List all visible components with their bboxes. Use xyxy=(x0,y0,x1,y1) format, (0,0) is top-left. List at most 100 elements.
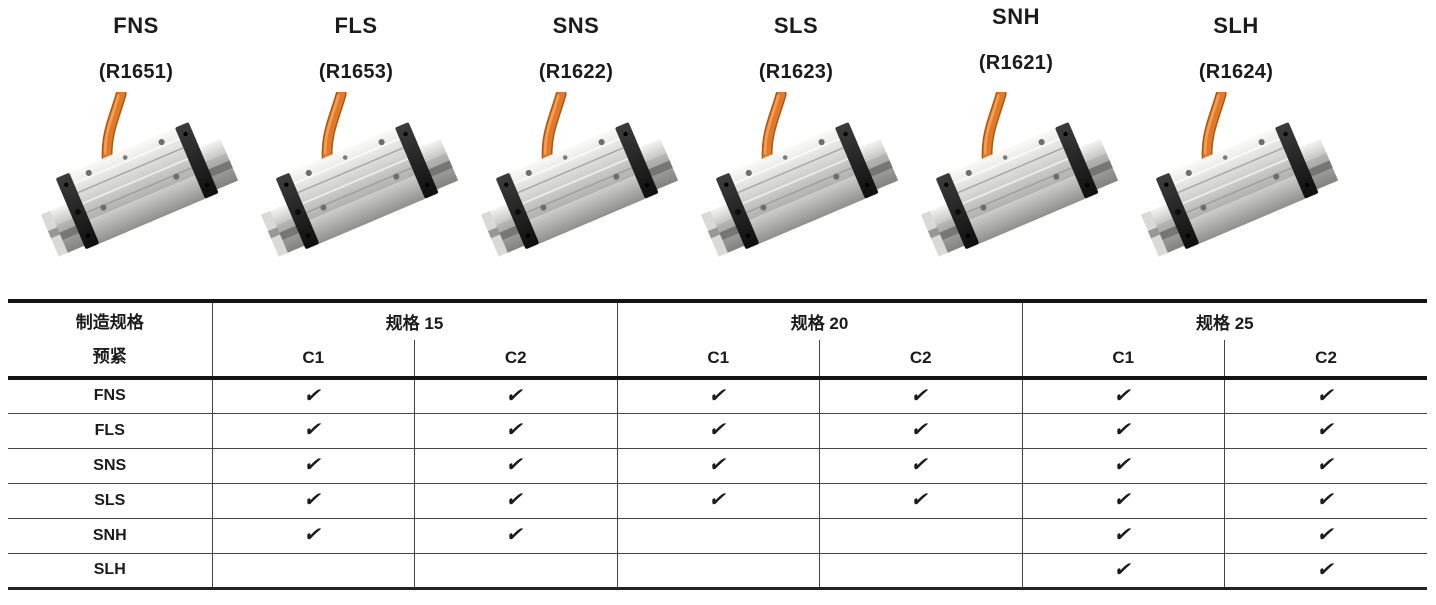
check-icon: ✔ xyxy=(1112,489,1135,511)
check-icon: ✔ xyxy=(302,419,325,441)
row-label: SNH xyxy=(92,526,127,544)
manufacture-spec-label: 制造规格 xyxy=(75,313,144,332)
product-name: SLS xyxy=(773,13,819,38)
table-row-snh: SNH ✔ ✔ ✔ ✔ xyxy=(8,518,1428,553)
product-card-snh: SNH (R1621) xyxy=(906,4,1126,282)
check-cell xyxy=(819,518,1023,553)
check-cell: ✔ xyxy=(819,448,1023,483)
check-icon: ✔ xyxy=(302,384,325,407)
check-cell: ✔ xyxy=(616,378,820,413)
size-25-header: 规格 25 xyxy=(1021,301,1428,341)
product-name: SNS xyxy=(552,13,600,38)
check-icon: ✔ xyxy=(707,419,730,441)
check-icon: ✔ xyxy=(1314,489,1338,511)
check-cell: ✔ xyxy=(414,518,618,553)
check-cell: ✔ xyxy=(414,378,618,413)
product-name: FNS xyxy=(113,13,159,38)
col-header-size20-c2: C2 xyxy=(819,340,1023,378)
check-cell: ✔ xyxy=(616,483,820,518)
check-cell: ✔ xyxy=(819,378,1023,413)
product-code: (R1624) xyxy=(1198,61,1274,83)
check-cell: ✔ xyxy=(1021,378,1225,413)
check-cell: ✔ xyxy=(616,413,820,448)
product-code: (R1651) xyxy=(98,61,174,83)
check-cell: ✔ xyxy=(1021,413,1225,448)
product-name: SNH xyxy=(992,4,1040,29)
check-cell: ✔ xyxy=(1021,448,1225,483)
check-cell: ✔ xyxy=(819,413,1023,448)
check-cell: ✔ xyxy=(211,413,415,448)
check-icon: ✔ xyxy=(504,524,527,546)
check-cell: ✔ xyxy=(1224,483,1428,518)
product-card-sns: SNS (R1622) xyxy=(466,4,686,282)
check-icon: ✔ xyxy=(1314,558,1338,581)
product-code: (R1622) xyxy=(538,61,614,83)
check-icon: ✔ xyxy=(302,454,325,476)
linear-guide-carriage-image xyxy=(686,92,906,282)
check-icon: ✔ xyxy=(504,384,527,407)
col-header-size25-c1: C1 xyxy=(1021,340,1225,378)
product-name: FLS xyxy=(334,13,378,38)
check-icon: ✔ xyxy=(1314,419,1338,441)
check-icon: ✔ xyxy=(707,384,730,407)
check-icon: ✔ xyxy=(504,454,527,476)
check-icon: ✔ xyxy=(1314,384,1338,407)
spec-preload-header-cell: 制造规格 预紧 xyxy=(8,301,212,378)
linear-guide-carriage-image xyxy=(246,92,466,282)
check-cell: ✔ xyxy=(414,413,618,448)
check-cell: ✔ xyxy=(1224,448,1428,483)
check-cell: ✔ xyxy=(616,448,820,483)
row-label: SLH xyxy=(93,561,126,578)
check-cell: ✔ xyxy=(819,483,1023,518)
product-code: (R1621) xyxy=(978,52,1054,74)
check-icon: ✔ xyxy=(1112,524,1135,546)
check-icon: ✔ xyxy=(504,489,527,511)
product-card-sls: SLS (R1623) xyxy=(686,4,906,282)
check-cell: ✔ xyxy=(211,378,415,413)
product-name: SLH xyxy=(1213,13,1259,38)
product-card-slh: SLH (R1624) xyxy=(1126,4,1346,282)
product-card-fns: FNS (R1651) xyxy=(26,4,246,282)
table-row-fls: FLS ✔ ✔ ✔ ✔ ✔ ✔ xyxy=(8,413,1428,448)
availability-table-wrap: 制造规格 预紧 规格 15 规格 20 规格 25 C1 C2 C1 C2 C1… xyxy=(8,299,1428,590)
check-cell xyxy=(819,553,1023,588)
check-cell xyxy=(616,518,820,553)
linear-guide-carriage-image xyxy=(1126,92,1346,282)
col-header-size20-c1: C1 xyxy=(616,340,820,378)
check-icon: ✔ xyxy=(1112,419,1135,441)
check-icon: ✔ xyxy=(302,489,325,511)
check-icon: ✔ xyxy=(909,489,932,511)
check-cell: ✔ xyxy=(211,483,415,518)
check-cell: ✔ xyxy=(1224,413,1428,448)
check-cell: ✔ xyxy=(1224,553,1428,588)
check-icon: ✔ xyxy=(1314,524,1338,546)
check-cell: ✔ xyxy=(414,448,618,483)
check-icon: ✔ xyxy=(707,489,730,511)
size-20-header: 规格 20 xyxy=(616,301,1023,341)
check-cell: ✔ xyxy=(211,518,415,553)
check-cell: ✔ xyxy=(1224,378,1428,413)
check-cell xyxy=(414,553,618,588)
check-cell xyxy=(616,553,820,588)
check-cell: ✔ xyxy=(1021,483,1225,518)
check-icon: ✔ xyxy=(909,454,932,476)
linear-guide-carriage-image xyxy=(26,92,246,282)
table-row-fns: FNS ✔ ✔ ✔ ✔ ✔ ✔ xyxy=(8,378,1428,413)
check-cell: ✔ xyxy=(414,483,618,518)
row-label: SNS xyxy=(93,456,127,474)
availability-table: 制造规格 预紧 规格 15 规格 20 规格 25 C1 C2 C1 C2 C1… xyxy=(8,299,1428,590)
col-header-size15-c1: C1 xyxy=(211,340,415,378)
row-label: FNS xyxy=(93,387,126,405)
check-icon: ✔ xyxy=(302,524,325,546)
check-icon: ✔ xyxy=(504,419,527,441)
linear-guide-carriage-image xyxy=(466,92,686,282)
table-row-sns: SNS ✔ ✔ ✔ ✔ ✔ ✔ xyxy=(8,448,1428,483)
check-icon: ✔ xyxy=(909,419,932,441)
check-cell: ✔ xyxy=(1021,518,1225,553)
check-icon: ✔ xyxy=(1112,558,1135,581)
col-header-size15-c2: C2 xyxy=(414,340,618,378)
table-row-slh: SLH ✔ ✔ xyxy=(8,553,1428,588)
check-icon: ✔ xyxy=(707,454,730,476)
check-cell: ✔ xyxy=(1224,518,1428,553)
check-icon: ✔ xyxy=(1314,454,1338,476)
